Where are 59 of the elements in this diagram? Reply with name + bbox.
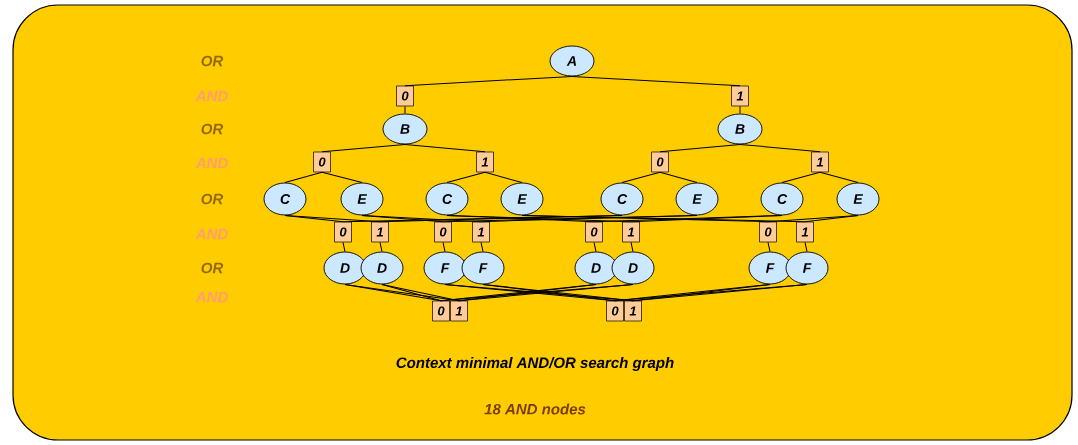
- connector-line: [446, 171, 486, 184]
- and-node-box: 0: [759, 221, 777, 243]
- level-label: OR: [201, 123, 224, 135]
- and-node-box: 1: [371, 221, 389, 243]
- connector-line: [342, 241, 346, 253]
- connector-line: [630, 241, 634, 253]
- level-label: AND: [195, 157, 228, 169]
- connector-line: [284, 171, 323, 184]
- connector-line: [739, 143, 821, 153]
- and-node-box: 0: [334, 221, 352, 243]
- level-label: OR: [201, 193, 224, 205]
- connector-line: [404, 143, 486, 153]
- connector-line: [804, 214, 859, 223]
- connector-line: [404, 105, 406, 115]
- connector-line: [480, 241, 484, 253]
- connector-line: [804, 241, 808, 253]
- and-node-box: 0: [432, 300, 450, 322]
- connector-line: [321, 171, 363, 184]
- caption: Context minimal AND/OR search graph: [396, 357, 674, 371]
- connector-line: [767, 241, 771, 253]
- level-label: AND: [195, 291, 228, 303]
- connector-line: [593, 241, 597, 253]
- and-node-box: 1: [472, 221, 490, 243]
- and-node-box: 1: [622, 221, 640, 243]
- connector-line: [781, 171, 821, 184]
- level-label: OR: [201, 55, 224, 67]
- subtitle: 18 AND nodes: [484, 403, 586, 415]
- and-node-box: 0: [434, 221, 452, 243]
- connector-line: [571, 75, 741, 87]
- connector-line: [739, 105, 741, 115]
- connector-line: [630, 214, 783, 223]
- connector-line: [621, 171, 661, 184]
- level-label: OR: [201, 262, 224, 274]
- and-node-box: 0: [651, 151, 669, 173]
- and-node-box: 0: [313, 151, 331, 173]
- and-node-box: 1: [624, 300, 642, 322]
- connector-line: [442, 241, 446, 253]
- connector-line: [361, 214, 482, 223]
- connector-line: [659, 171, 698, 184]
- and-node-box: 1: [476, 151, 494, 173]
- connector-line: [381, 283, 460, 302]
- and-node-box: 0: [396, 85, 414, 107]
- and-node-box: 1: [811, 151, 829, 173]
- connector-line: [819, 171, 859, 184]
- and-node-box: 1: [796, 221, 814, 243]
- connector-line: [659, 143, 741, 153]
- connector-line: [321, 143, 406, 153]
- and-node-box: 1: [450, 300, 468, 322]
- and-node-box: 1: [731, 85, 749, 107]
- connector-line: [284, 214, 381, 223]
- and-node-box: 0: [585, 221, 603, 243]
- level-label: AND: [195, 228, 228, 240]
- connector-line: [404, 75, 573, 87]
- connector-line: [484, 171, 523, 184]
- connector-line: [381, 283, 442, 302]
- level-label: AND: [195, 90, 228, 102]
- connector-line: [379, 241, 383, 253]
- and-node-box: 0: [606, 300, 624, 322]
- connector-line: [446, 214, 632, 223]
